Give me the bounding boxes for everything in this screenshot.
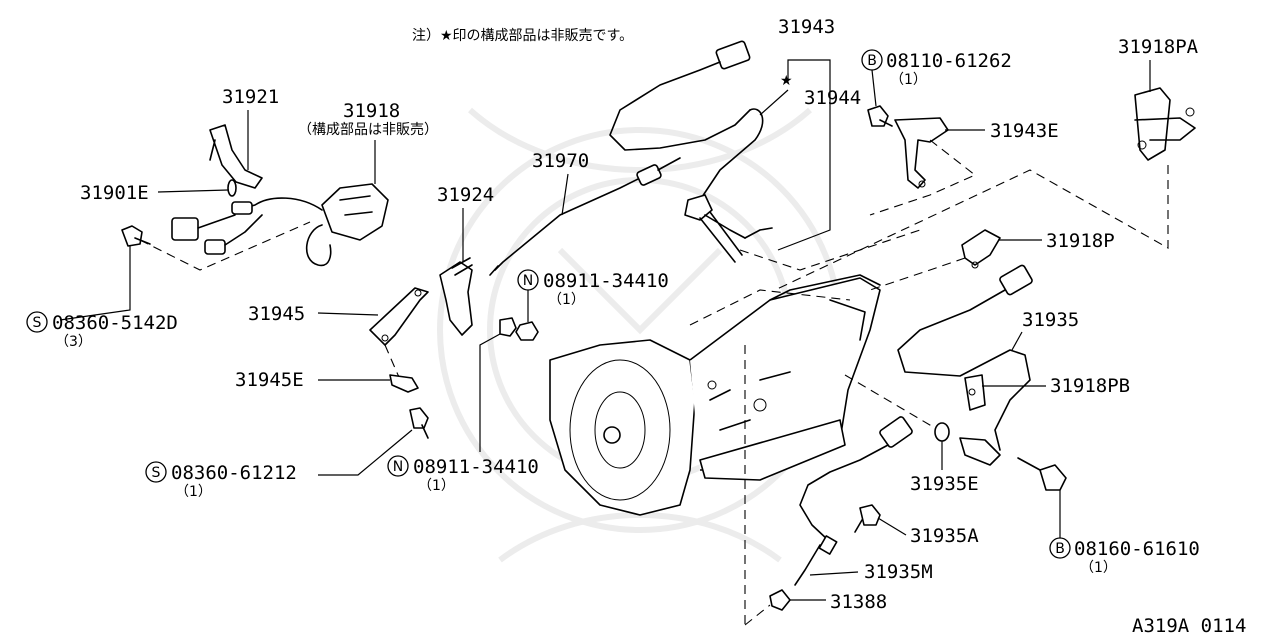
bolt-s2[interactable] [409, 407, 429, 439]
part-31935-harness[interactable] [897, 264, 1033, 466]
label-31943: 31943 [778, 16, 835, 38]
svg-text:B: B [867, 53, 877, 69]
dash-s1 [139, 221, 311, 271]
callout-n1: N 08911-34410 （1） [517, 269, 669, 322]
label-31945E: 31945E [235, 369, 304, 391]
label-31924: 31924 [437, 184, 494, 206]
svg-text:B: B [1055, 541, 1065, 557]
bolt-b1[interactable] [867, 105, 893, 127]
part-31924-bracket[interactable] [439, 257, 473, 336]
label-31921: 31921 [222, 86, 279, 108]
svg-text:（1）: （1） [175, 484, 212, 500]
label-31918PB: 31918PB [1050, 375, 1130, 397]
part-31921-sensor[interactable] [209, 124, 263, 189]
svg-text:（1）: （1） [890, 72, 927, 88]
nut-n2[interactable] [499, 317, 517, 337]
dash-31943E [869, 139, 977, 216]
svg-text:（1）: （1） [1080, 560, 1117, 576]
label-31943E: 31943E [990, 120, 1059, 142]
label-31918P: 31918P [1046, 230, 1115, 252]
callout-b2: B 08160-61610 （1） [1049, 490, 1200, 576]
dash-bottom [744, 604, 771, 626]
label-31935M: 31935M [864, 561, 933, 583]
label-31918: 31918 [343, 100, 400, 122]
svg-text:08911-34410: 08911-34410 [413, 456, 539, 478]
part-31970-cable[interactable] [489, 157, 681, 276]
transmission-assembly[interactable] [549, 274, 881, 516]
star-marker: ★ [780, 73, 793, 89]
label-31918-note: （構成部品は非販売） [298, 122, 438, 138]
label-31935E: 31935E [910, 473, 979, 495]
callout-b1: B 08110-61262 （1） [861, 49, 1012, 107]
svg-text:（1）: （1） [548, 292, 585, 308]
svg-text:08110-61262: 08110-61262 [886, 50, 1012, 72]
part-31935A-bolt[interactable] [854, 504, 881, 533]
diagram-code: A319A 0114 [1132, 615, 1246, 637]
svg-text:S: S [33, 315, 42, 331]
part-31918PB-bracket[interactable] [964, 374, 986, 411]
part-31945E-clip[interactable] [389, 374, 419, 393]
part-31943-harness[interactable] [609, 40, 773, 263]
dash-31943 [739, 229, 921, 271]
svg-text:08360-61212: 08360-61212 [171, 462, 297, 484]
dash-31918P [869, 257, 966, 291]
label-31901E: 31901E [80, 182, 149, 204]
part-31945-bracket[interactable] [369, 287, 429, 346]
svg-text:S: S [152, 465, 161, 481]
note-text: 注）★印の構成部品は非販売です。 [412, 28, 633, 44]
label-31918PA: 31918PA [1118, 36, 1199, 58]
bolt-b2[interactable] [1017, 457, 1067, 491]
label-31935A: 31935A [910, 525, 979, 547]
svg-text:（1）: （1） [418, 478, 455, 494]
label-31944: 31944 [804, 87, 861, 109]
svg-text:N: N [393, 459, 403, 475]
part-31901E-oring[interactable] [227, 179, 237, 197]
part-31935M-sensor[interactable] [794, 416, 913, 586]
svg-text:08911-34410: 08911-34410 [543, 270, 669, 292]
svg-text:08360-5142D: 08360-5142D [52, 312, 178, 334]
dash-31935E [844, 374, 936, 429]
label-31388: 31388 [830, 591, 887, 613]
part-31388-clip[interactable] [769, 589, 791, 611]
part-31935E-oring[interactable] [934, 422, 950, 442]
svg-text:（3）: （3） [55, 334, 92, 350]
part-31918P-bracket[interactable] [961, 229, 1001, 269]
label-31935: 31935 [1022, 309, 1079, 331]
dash-31918PA [774, 165, 1169, 291]
part-31918-harness[interactable] [171, 183, 389, 267]
label-31970: 31970 [532, 150, 589, 172]
callout-s2: S 08360-61212 （1） [145, 429, 413, 500]
nut-n1[interactable] [515, 321, 539, 341]
dash-top [689, 289, 851, 326]
svg-text:N: N [523, 273, 533, 289]
svg-text:08160-61610: 08160-61610 [1074, 538, 1200, 560]
part-31943E-bracket[interactable] [894, 117, 949, 189]
label-31945: 31945 [248, 303, 305, 325]
callout-s1: S 08360-5142D （3） [26, 246, 178, 350]
part-31918PA-bracket[interactable] [1134, 87, 1196, 161]
callout-n2: N 08911-34410 （1） [387, 333, 539, 494]
